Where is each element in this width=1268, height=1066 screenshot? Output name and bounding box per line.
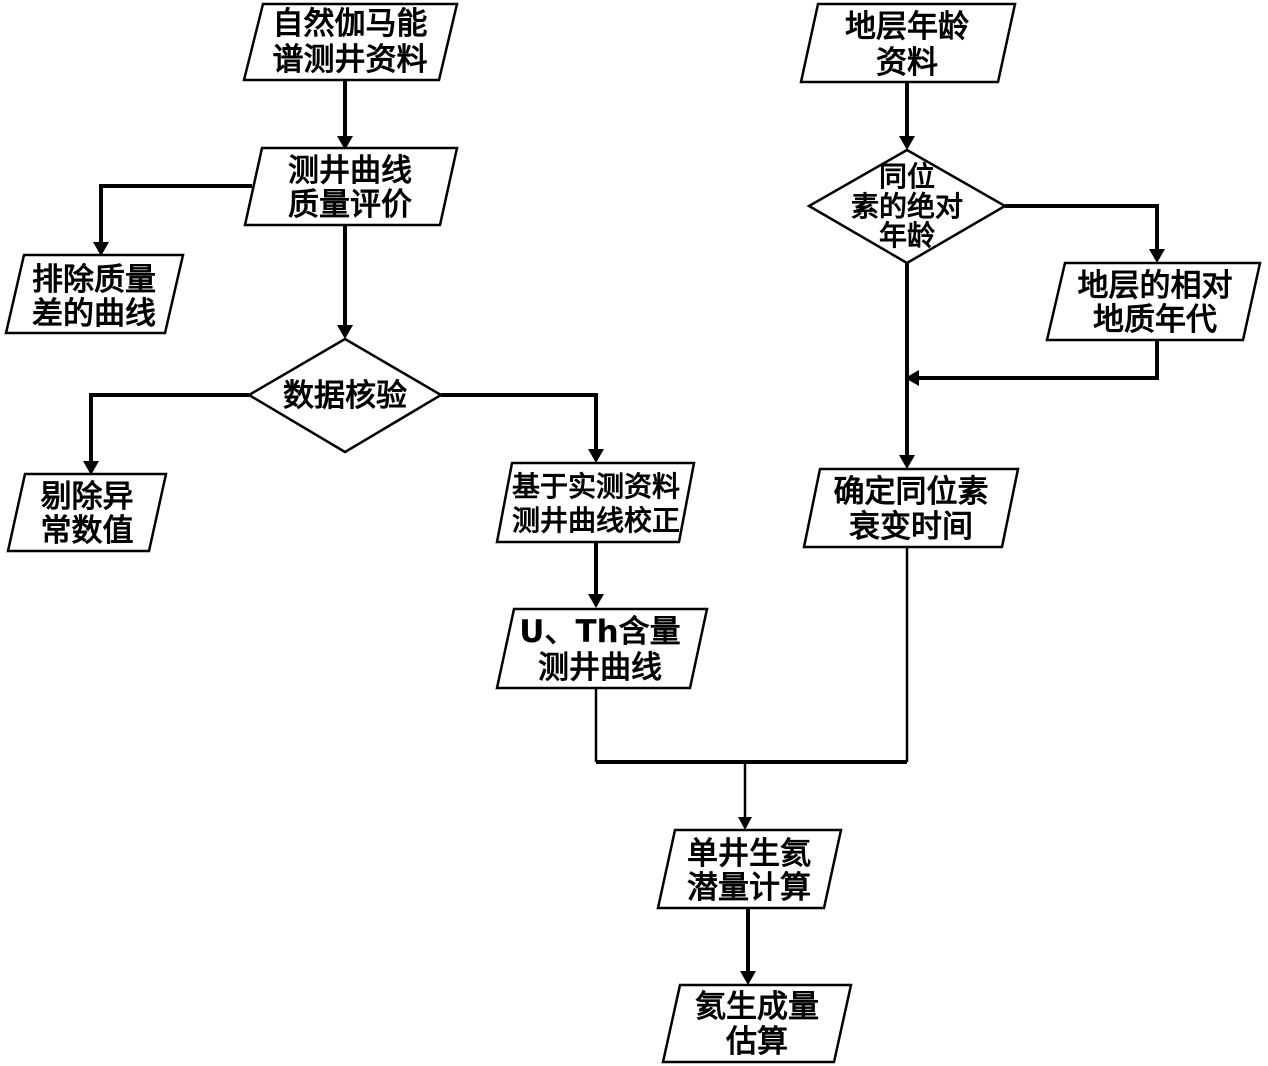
node-label-line1: 剔除异 (41, 479, 134, 515)
parallelogram-shape (4, 253, 185, 335)
parallelogram-shape (802, 467, 1020, 549)
node-label-line1: 地层的相对 (1078, 268, 1233, 304)
arrowhead (337, 136, 353, 150)
node-label-line2: 差的曲线 (32, 296, 156, 332)
node-label-line1: 同位 (879, 160, 935, 193)
node-label-line1: 确定同位素 (834, 474, 989, 510)
node-label-line2: 测井曲线校正 (512, 504, 680, 537)
node-label-line1: U、Th含量 (519, 614, 680, 650)
diamond-shape (246, 337, 444, 454)
node-isotope-absolute-age: 同位 素的绝对 年龄 (806, 148, 1008, 265)
parallelogram-shape (495, 607, 709, 690)
node-label-line1: 排除质量 (32, 262, 156, 298)
node-label-line1: 地层年龄 (845, 9, 969, 45)
node-relative-geologic-age: 地层的相对 地质年代 (1045, 261, 1262, 342)
node-label-line2: 衰变时间 (849, 509, 973, 545)
node-label-line2: 质量评价 (288, 187, 412, 223)
arrow-check-to-calibration (441, 393, 598, 450)
node-helium-generation: 氦生成量 估算 (661, 983, 853, 1064)
arrowhead (905, 370, 919, 386)
node-remove-outliers: 剔除异 常数值 (6, 472, 168, 553)
arrow-isotope-to-relative (1005, 204, 1159, 250)
node-label-line1: 基于实测资料 (512, 470, 680, 503)
node-label-line1: 测井曲线 (288, 153, 412, 189)
node-data-check: 数据核验 (246, 337, 444, 454)
arrowhead (93, 242, 109, 256)
node-label-line2: 测井曲线 (538, 650, 662, 686)
node-curve-quality: 测井曲线 质量评价 (243, 146, 459, 227)
parallelogram-shape (656, 828, 843, 910)
node-strata-age-data: 地层年龄 资料 (799, 2, 1017, 84)
arrow-check-to-outliers (89, 393, 249, 462)
parallelogram-shape (1045, 261, 1262, 342)
node-curve-calibration: 基于实测资料 测井曲线校正 (495, 461, 696, 544)
node-label-line2: 素的绝对 (851, 190, 963, 223)
node-u-th-curve: U、Th含量 测井曲线 (495, 607, 709, 690)
node-gamma-log-data: 自然伽马能 谱测井资料 (242, 2, 459, 82)
node-remove-bad-curves: 排除质量 差的曲线 (4, 253, 185, 335)
node-decay-time: 确定同位素 衰变时间 (802, 467, 1020, 549)
node-label-line1: 单井生氦 (687, 836, 811, 872)
diamond-shape (806, 148, 1008, 265)
parallelogram-shape (243, 146, 459, 227)
arrowhead (899, 136, 915, 150)
arrowhead (738, 817, 752, 830)
node-label-line2: 谱测井资料 (273, 42, 428, 78)
parallelogram-shape (6, 472, 168, 553)
arrow-quality-to-remove-bad (99, 184, 252, 243)
parallelogram-shape (661, 983, 853, 1064)
parallelogram-shape (495, 461, 696, 544)
arrowhead (337, 325, 353, 339)
arrowhead (1149, 249, 1165, 263)
node-label-line3: 年龄 (879, 219, 936, 252)
arrowhead (588, 449, 604, 463)
node-label-line2: 地质年代 (1093, 302, 1217, 338)
connectors (83, 80, 1165, 985)
node-label-line1: 氦生成量 (695, 989, 819, 1025)
arrowhead (899, 455, 915, 469)
arrowhead (588, 594, 604, 608)
node-label-line2: 估算 (725, 1024, 788, 1060)
node-label-line1: 自然伽马能 (273, 6, 428, 42)
parallelogram-shape (242, 2, 459, 82)
node-label-line2: 潜量计算 (687, 870, 811, 906)
parallelogram-shape (799, 2, 1017, 84)
arrowhead (83, 461, 99, 475)
arrowhead (740, 971, 756, 985)
node-label-line2: 资料 (876, 45, 938, 81)
node-label-line1: 数据核验 (283, 378, 407, 414)
node-single-well-potential: 单井生氦 潜量计算 (656, 828, 843, 910)
node-label-line2: 常数值 (41, 513, 134, 549)
arrow-relative-to-join (918, 340, 1159, 380)
